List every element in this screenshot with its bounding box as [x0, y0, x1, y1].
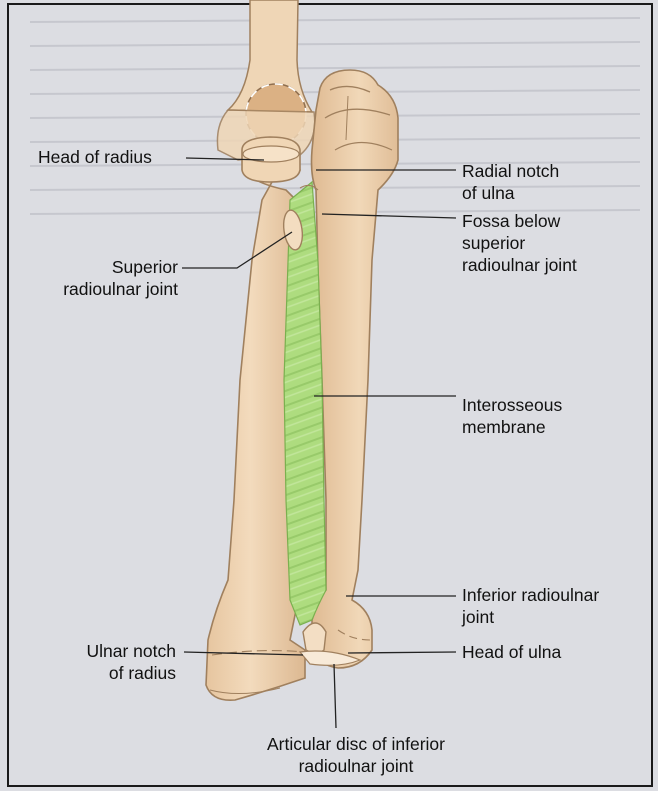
- label-line: Interosseous: [462, 394, 562, 416]
- label-line: membrane: [462, 416, 562, 438]
- label-line: Head of radius: [38, 146, 152, 168]
- label-line: Head of ulna: [462, 641, 561, 663]
- label-line: Articular disc of inferior: [236, 733, 476, 755]
- label-line: Radial notch: [462, 160, 559, 182]
- label-superior-radioulnar-joint: Superior radioulnar joint: [34, 256, 178, 300]
- label-line: Inferior radioulnar: [462, 584, 599, 606]
- label-line: Ulnar notch: [40, 640, 176, 662]
- label-line: Fossa below: [462, 210, 577, 232]
- label-line: superior: [462, 232, 577, 254]
- label-line: of ulna: [462, 182, 559, 204]
- label-head-of-radius: Head of radius: [38, 146, 152, 168]
- label-line: radioulnar joint: [462, 254, 577, 276]
- label-line: radioulnar joint: [236, 755, 476, 777]
- label-ulnar-notch-of-radius: Ulnar notch of radius: [40, 640, 176, 684]
- label-line: Superior: [34, 256, 178, 278]
- label-head-of-ulna: Head of ulna: [462, 641, 561, 663]
- label-line: joint: [462, 606, 599, 628]
- label-fossa-below: Fossa below superior radioulnar joint: [462, 210, 577, 276]
- label-articular-disc: Articular disc of inferior radioulnar jo…: [236, 733, 476, 777]
- label-line: of radius: [40, 662, 176, 684]
- label-radial-notch-of-ulna: Radial notch of ulna: [462, 160, 559, 204]
- label-interosseous-membrane: Interosseous membrane: [462, 394, 562, 438]
- label-line: radioulnar joint: [34, 278, 178, 300]
- label-inferior-radioulnar-joint: Inferior radioulnar joint: [462, 584, 599, 628]
- ulnar-head-notch: [303, 623, 326, 653]
